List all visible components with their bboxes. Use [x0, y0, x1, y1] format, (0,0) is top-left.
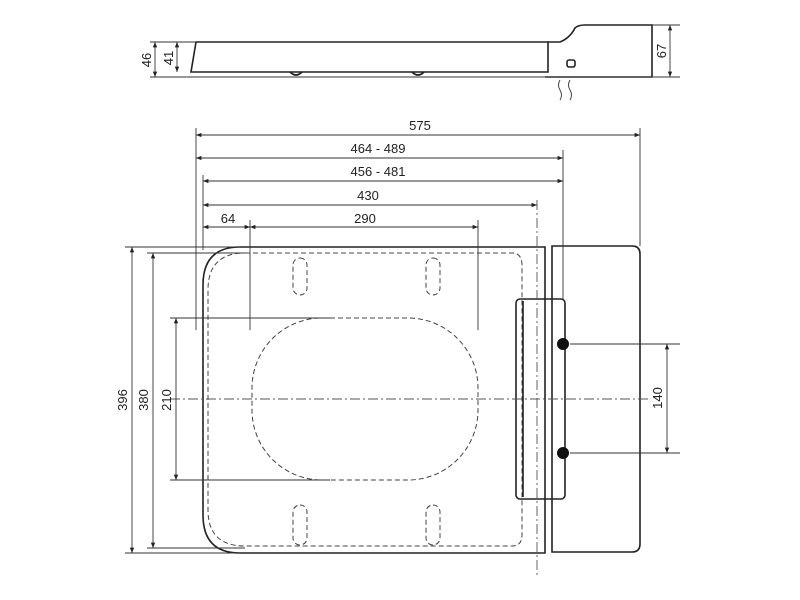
dim-46: 46 — [139, 53, 154, 67]
dim-290: 290 — [354, 211, 376, 226]
dim-464-489: 464 - 489 — [351, 141, 406, 156]
hinge-housing — [551, 245, 641, 553]
fixing-point-bottom — [557, 447, 569, 459]
dim-380: 380 — [136, 389, 151, 411]
dim-67: 67 — [654, 44, 669, 58]
dim-210: 210 — [159, 389, 174, 411]
dim-64: 64 — [221, 211, 235, 226]
side-view: 46 41 67 — [139, 24, 680, 101]
dim-456-481: 456 - 481 — [351, 164, 406, 179]
dim-430: 430 — [357, 188, 379, 203]
dim-41: 41 — [161, 51, 176, 65]
dim-396: 396 — [115, 389, 130, 411]
plan-view: 575 464 - 489 456 - 481 430 64 290 396 3… — [115, 118, 680, 575]
dim-575: 575 — [409, 118, 431, 133]
opening-outline — [251, 317, 479, 481]
dim-140: 140 — [650, 387, 665, 409]
fixing-point-top — [557, 338, 569, 350]
seat-outline — [202, 246, 546, 554]
